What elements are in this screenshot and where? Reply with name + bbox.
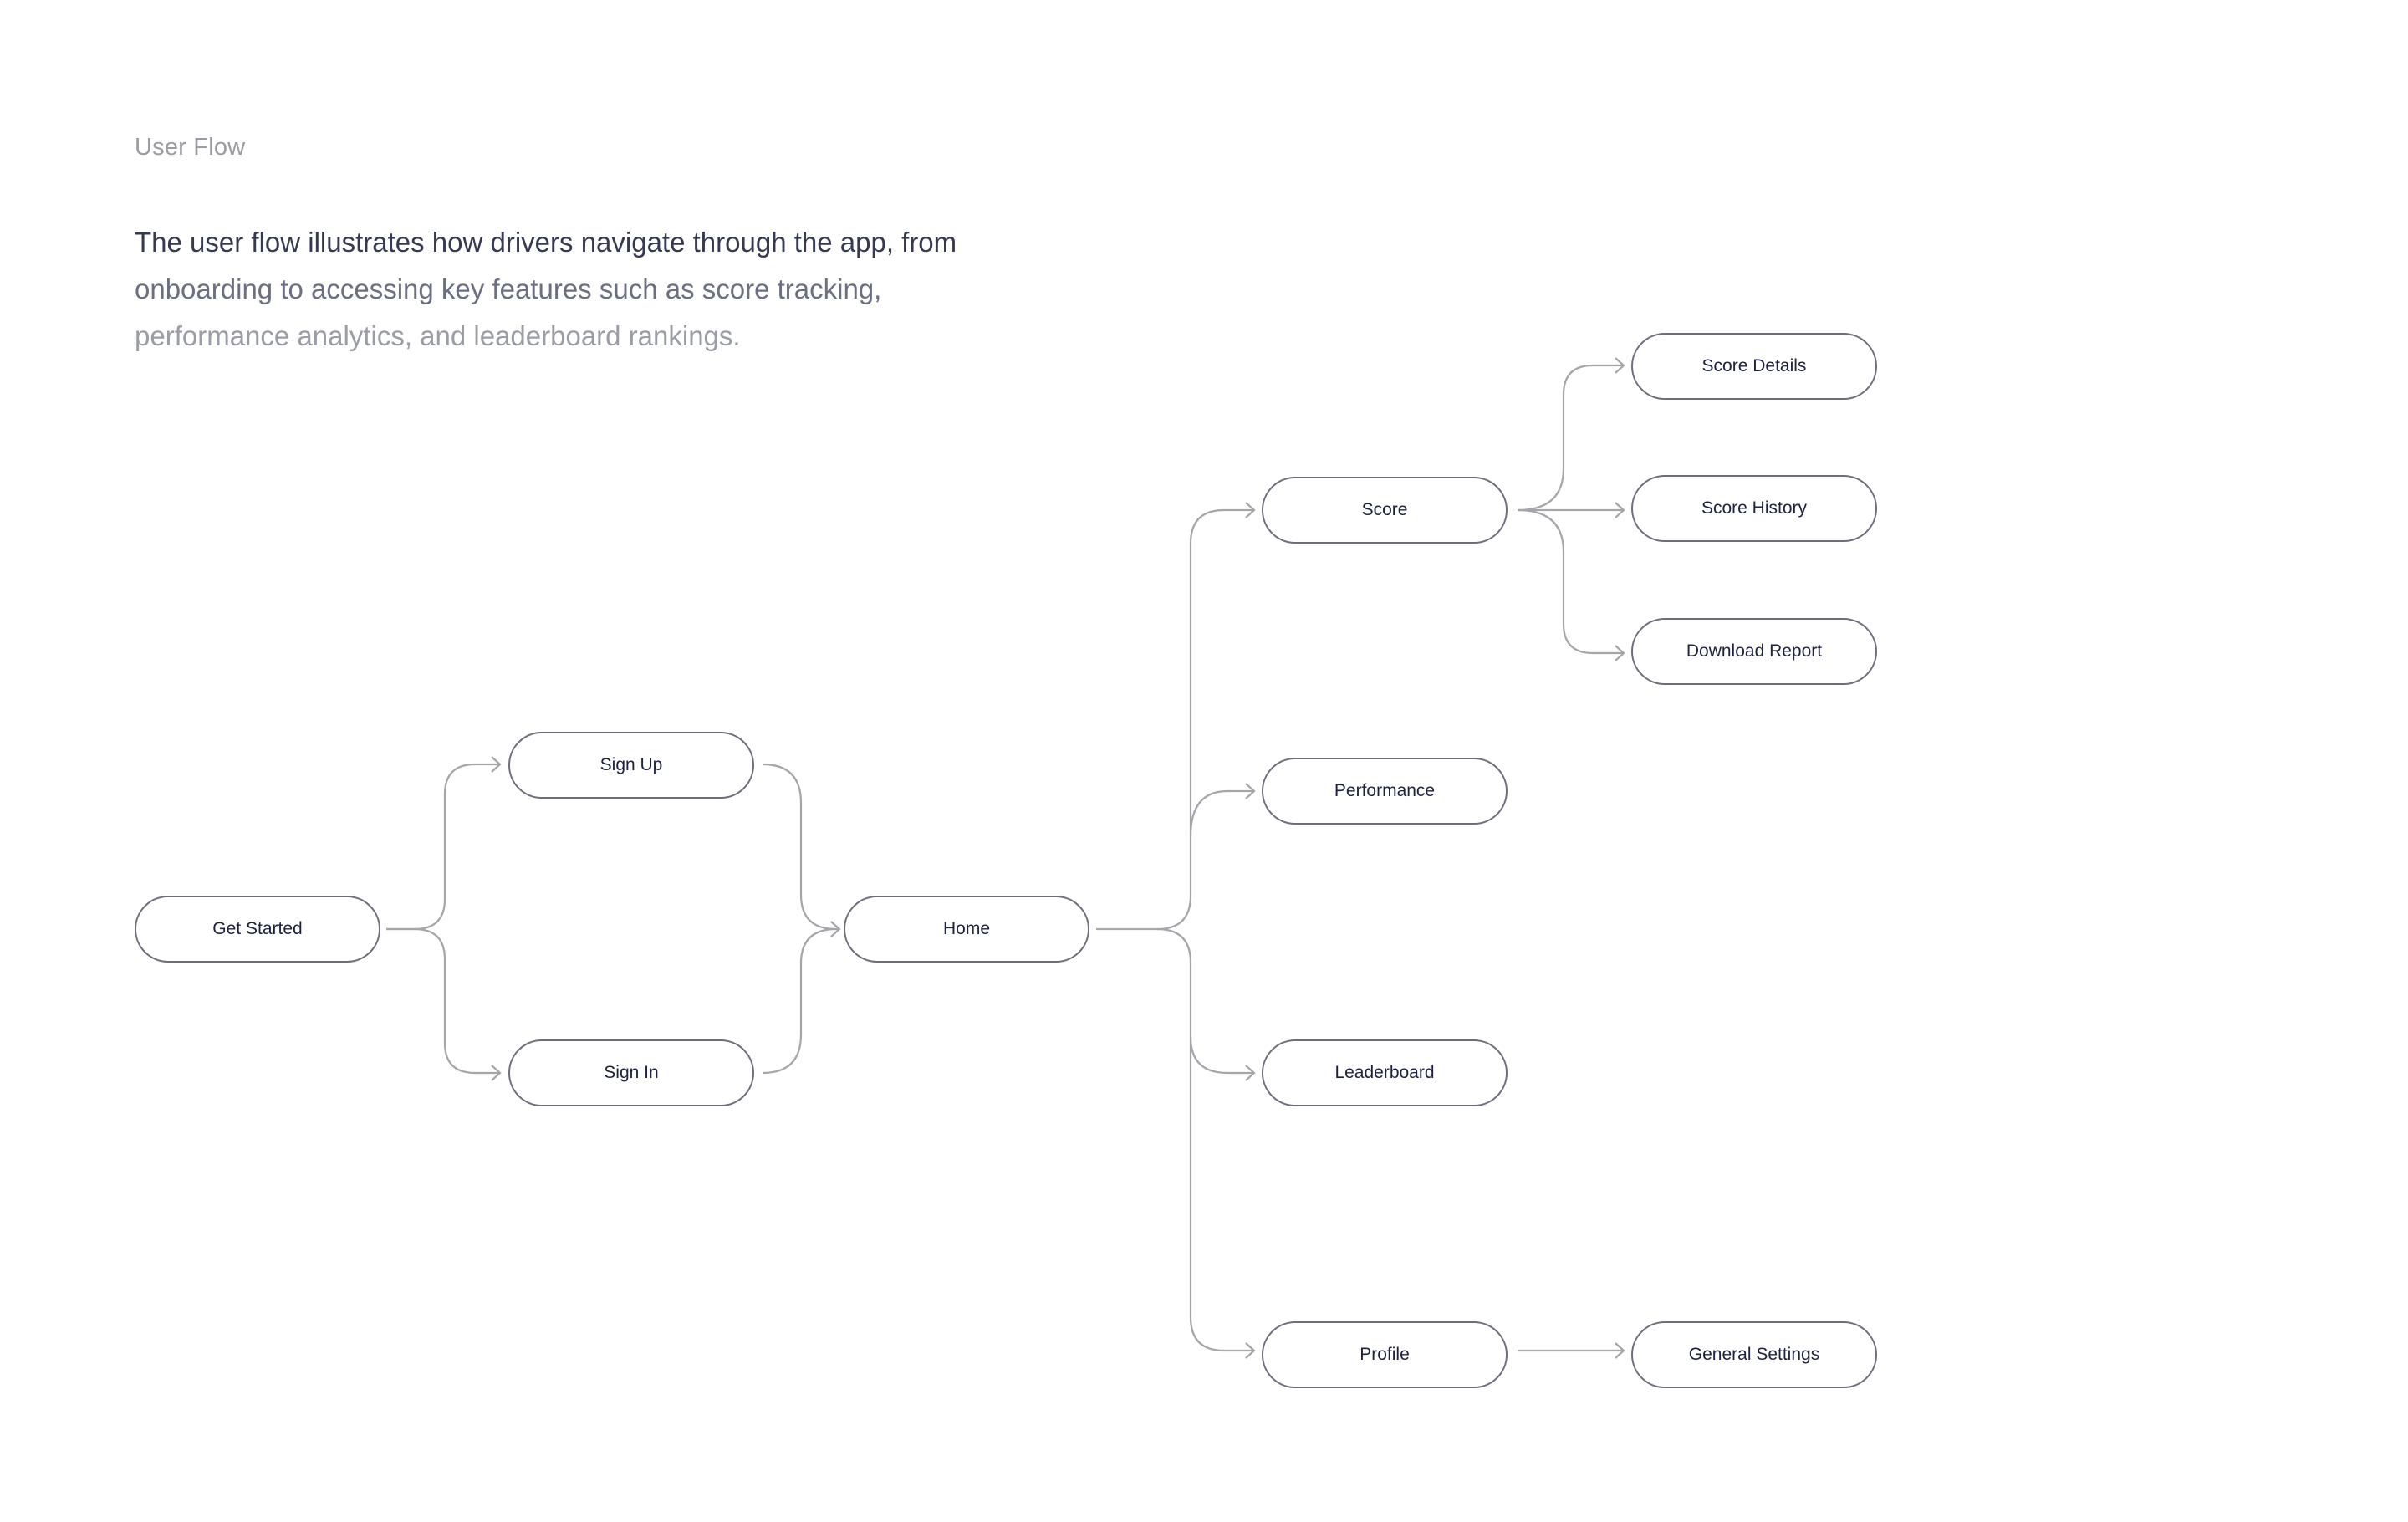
arrow-head-performance bbox=[1245, 783, 1256, 799]
node-download-report[interactable]: Download Report bbox=[1631, 618, 1877, 685]
edge-score-details bbox=[1517, 364, 1624, 512]
edge-home-trunk bbox=[1096, 508, 1254, 931]
node-sign-up[interactable]: Sign Up bbox=[508, 732, 754, 799]
arrow-head-leaderboard bbox=[1245, 1065, 1256, 1081]
node-performance[interactable]: Performance bbox=[1262, 758, 1508, 825]
flow-description: The user flow illustrates how drivers na… bbox=[135, 219, 1088, 360]
edge-score-download bbox=[1517, 508, 1624, 655]
edge-home-lower-trunk bbox=[1156, 927, 1254, 1352]
arrow-head-general-settings bbox=[1615, 1342, 1625, 1359]
arrow-head-home bbox=[830, 921, 841, 937]
arrow-head-score-history bbox=[1615, 502, 1625, 518]
edge-get-started-sign-in bbox=[386, 927, 500, 1075]
node-home[interactable]: Home bbox=[844, 896, 1089, 963]
arrow-head-score-details bbox=[1615, 357, 1625, 374]
edge-sign-in-home bbox=[762, 927, 839, 1075]
edge-sign-up-home bbox=[762, 763, 839, 931]
description-line-2: onboarding to accessing key features suc… bbox=[135, 273, 882, 304]
edge-home-leaderboard bbox=[1189, 1036, 1254, 1075]
node-profile[interactable]: Profile bbox=[1262, 1321, 1508, 1388]
node-get-started[interactable]: Get Started bbox=[135, 896, 380, 963]
arrow-head-sign-up bbox=[491, 756, 502, 773]
node-score-details[interactable]: Score Details bbox=[1631, 333, 1877, 400]
node-leaderboard[interactable]: Leaderboard bbox=[1262, 1039, 1508, 1106]
node-score-history[interactable]: Score History bbox=[1631, 475, 1877, 542]
edge-home-performance bbox=[1189, 789, 1254, 837]
section-eyebrow: User Flow bbox=[135, 134, 246, 161]
arrow-head-score bbox=[1245, 502, 1256, 518]
arrow-head-sign-in bbox=[491, 1065, 502, 1081]
description-line-1: The user flow illustrates how drivers na… bbox=[135, 227, 957, 258]
arrow-head-download-report bbox=[1615, 645, 1625, 661]
node-general-settings[interactable]: General Settings bbox=[1631, 1321, 1877, 1388]
edge-get-started-sign-up bbox=[386, 763, 500, 931]
arrow-head-profile bbox=[1245, 1342, 1256, 1359]
node-score[interactable]: Score bbox=[1262, 477, 1508, 544]
description-line-3: performance analytics, and leaderboard r… bbox=[135, 320, 741, 351]
node-sign-in[interactable]: Sign In bbox=[508, 1039, 754, 1106]
